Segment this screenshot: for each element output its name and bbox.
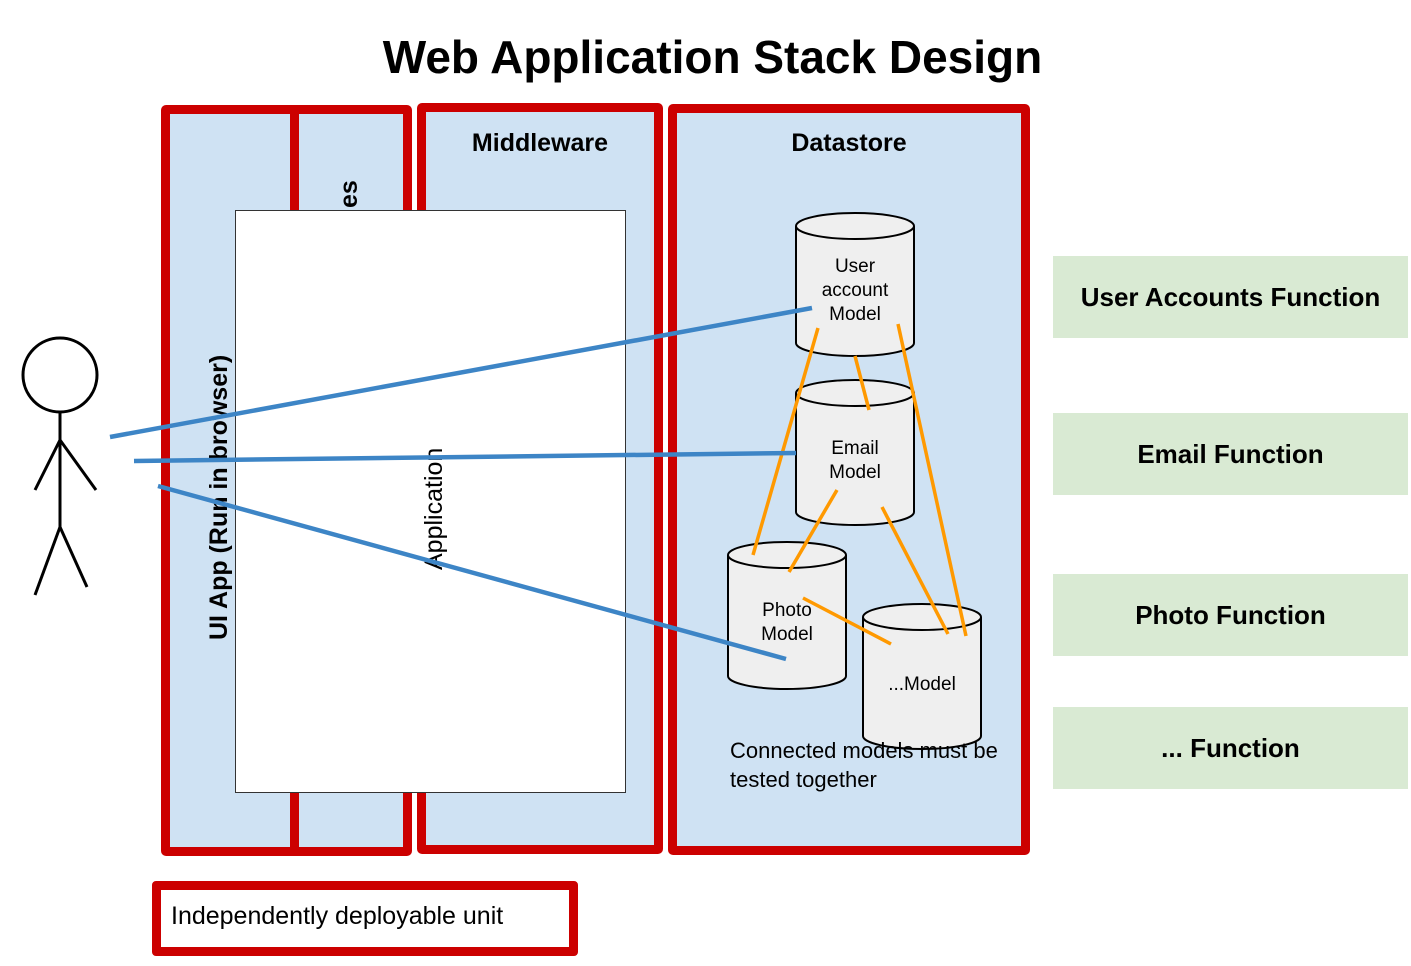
legend-deployable-unit: Independently deployable unit bbox=[152, 881, 578, 956]
function-email: Email Function bbox=[1053, 413, 1408, 495]
page-title: Web Application Stack Design bbox=[382, 31, 1043, 83]
function-photo: Photo Function bbox=[1053, 574, 1408, 656]
user-account-model-label: User account Model bbox=[821, 256, 889, 325]
services-label: es bbox=[335, 180, 363, 208]
function-other: ... Function bbox=[1053, 707, 1408, 789]
middleware-label: Middleware bbox=[471, 129, 609, 157]
email-model-label: Email Model bbox=[829, 438, 881, 483]
ui-app-label: UI App (Run in browser) bbox=[205, 354, 233, 640]
datastore-label: Datastore bbox=[791, 129, 907, 157]
user-stick-figure-icon bbox=[21, 336, 99, 596]
photo-model-label: Photo Model bbox=[761, 600, 813, 645]
other-model-label: ...Model bbox=[888, 674, 956, 695]
application-label: Application bbox=[420, 447, 448, 570]
connected-models-note: Connected models must be tested together bbox=[730, 738, 998, 792]
function-user-accounts: User Accounts Function bbox=[1053, 256, 1408, 338]
